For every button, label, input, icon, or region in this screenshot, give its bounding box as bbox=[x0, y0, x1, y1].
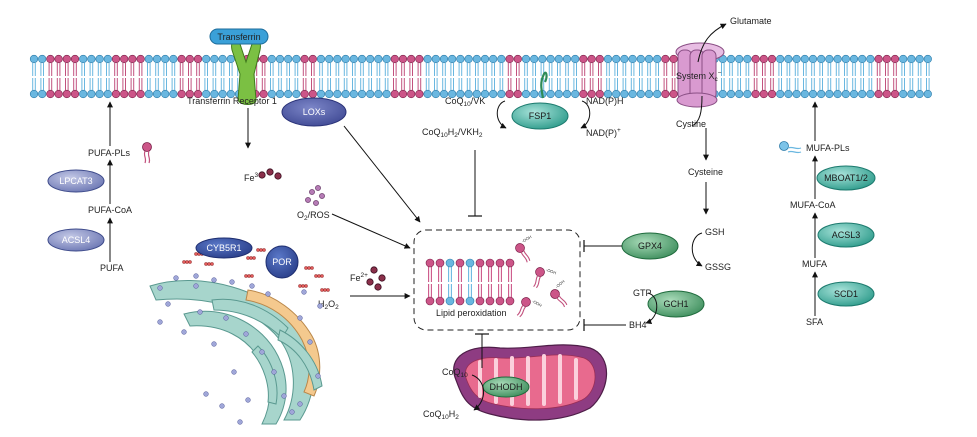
lipid-peroxidation-box bbox=[413, 229, 581, 331]
transferrin-shape bbox=[209, 28, 269, 45]
fsp1-enzyme bbox=[511, 102, 569, 130]
mboat12-enzyme bbox=[816, 165, 876, 191]
ooh-label: -OOH bbox=[554, 279, 565, 290]
fsp1-nadph-arrow bbox=[580, 100, 591, 129]
fe2-ions bbox=[366, 266, 386, 291]
fsp1-group: FSP1 bbox=[511, 71, 569, 130]
dhodh-coq-arrow bbox=[471, 374, 484, 411]
ooh-label: -OOH bbox=[521, 234, 533, 244]
ooh-label: -OOH bbox=[545, 267, 557, 275]
cystine-label: Cystine bbox=[676, 119, 706, 129]
por-enzyme bbox=[265, 245, 299, 279]
scd1-label: SCD1 bbox=[834, 289, 858, 299]
acsl3-enzyme bbox=[817, 222, 875, 248]
glutamate-export-arrow bbox=[697, 23, 727, 63]
fe3-label: Fe3+ bbox=[244, 172, 262, 183]
system-xc-transporter bbox=[675, 42, 725, 108]
glutamate-label: Glutamate bbox=[730, 16, 772, 26]
loxs-label: LOXs bbox=[303, 107, 326, 117]
transferrin-receptor-group: Transferrin Transferrin Receptor 1 bbox=[187, 28, 277, 106]
coq10h2-label: CoQ10H2 bbox=[423, 409, 459, 421]
mufa-label: MUFA bbox=[802, 259, 827, 269]
system-xc-label: System Xc− bbox=[676, 70, 722, 83]
gtp-bh4-arrow bbox=[645, 292, 658, 325]
lipid-bilayer-mini bbox=[425, 258, 515, 306]
cyb5r1-label: CYB5R1 bbox=[206, 243, 241, 253]
transferrin-label: Transferrin bbox=[217, 32, 260, 42]
gpx4-label: GPX4 bbox=[638, 241, 662, 251]
dhodh-label: DHODH bbox=[490, 382, 523, 392]
endoplasmic-reticulum bbox=[149, 280, 323, 425]
gch1-enzyme bbox=[647, 290, 705, 318]
acsl4-label: ACSL4 bbox=[62, 235, 91, 245]
pufa-coa-label: PUFA-CoA bbox=[88, 205, 132, 215]
peroxidized-lipid: -OOH bbox=[516, 297, 543, 318]
lpcat3-enzyme bbox=[47, 169, 105, 193]
nadp-label: NAD(P)+ bbox=[586, 127, 621, 138]
mboat12-label: MBOAT1/2 bbox=[824, 173, 868, 183]
por-label: POR bbox=[272, 257, 292, 267]
peroxidized-lipid: -OOH bbox=[515, 234, 533, 263]
cysteine-label: Cysteine bbox=[688, 167, 723, 177]
coq10-label: CoQ10 bbox=[442, 367, 468, 379]
peroxidized-lipids: -OOH -OOH -OOH -OOH bbox=[515, 234, 568, 318]
acsl4-enzyme bbox=[47, 228, 105, 252]
gch1-label: GCH1 bbox=[663, 299, 688, 309]
gsh-gssg-arrow bbox=[691, 232, 703, 267]
er-vesicles bbox=[157, 273, 323, 425]
mufa-pl-lipid-icon bbox=[779, 141, 802, 154]
bh4-label: BH4 bbox=[629, 320, 647, 330]
cystine-import-line bbox=[691, 95, 703, 127]
gtp-label: GTP bbox=[633, 288, 652, 298]
lipid-peroxidation-label: Lipid peroxidation bbox=[436, 308, 507, 318]
pufa-label: PUFA bbox=[100, 263, 124, 273]
o2-ros-molecules bbox=[305, 185, 325, 206]
sfa-label: SFA bbox=[806, 317, 823, 327]
ros-to-peroxidation-arrow bbox=[331, 213, 411, 249]
mitochondrion bbox=[453, 344, 608, 421]
pufa-pls-label: PUFA-PLs bbox=[88, 148, 131, 158]
ooh-label: -OOH bbox=[531, 298, 543, 308]
gsh-label: GSH bbox=[705, 227, 725, 237]
fsp1-label: FSP1 bbox=[529, 111, 552, 121]
loxs-enzyme bbox=[281, 97, 347, 127]
pufa-pl-lipid-icon bbox=[142, 142, 152, 164]
er-ros-molecules bbox=[182, 248, 330, 292]
cell-membrane bbox=[29, 54, 932, 99]
peroxidized-lipid: -OOH bbox=[533, 267, 557, 289]
coq10-vk-label: CoQ10/VK bbox=[445, 96, 485, 108]
transferrin-receptor-label: Transferrin Receptor 1 bbox=[187, 96, 277, 106]
mufa-pls-label: MUFA-PLs bbox=[806, 143, 850, 153]
fe3-ions bbox=[258, 168, 282, 180]
fe2-label: Fe2+ bbox=[350, 272, 368, 283]
gssg-label: GSSG bbox=[705, 262, 731, 272]
o2-ros-label: O2/ROS bbox=[297, 210, 330, 222]
acsl3-label: ACSL3 bbox=[832, 230, 861, 240]
coq10h2-vkh2-label: CoQ10H2/VKH2 bbox=[422, 127, 483, 139]
lpcat3-label: LPCAT3 bbox=[59, 176, 92, 186]
peroxidized-lipid: -OOH bbox=[550, 279, 568, 308]
loxs-to-peroxidation-arrow bbox=[343, 125, 421, 223]
nadph-label: NAD(P)H bbox=[586, 96, 624, 106]
mufa-coa-label: MUFA-CoA bbox=[790, 200, 836, 210]
fsp1-coq-arrow bbox=[496, 100, 507, 129]
scd1-enzyme bbox=[817, 281, 875, 307]
cyb5r1-enzyme bbox=[195, 237, 253, 259]
